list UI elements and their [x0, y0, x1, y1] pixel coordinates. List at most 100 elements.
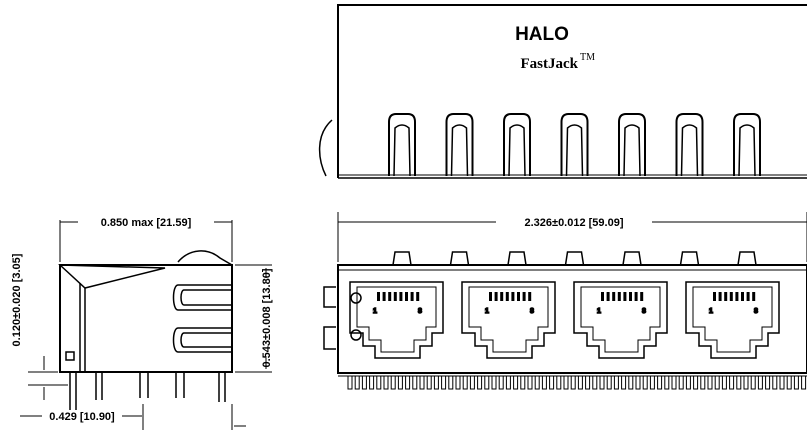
front-tab [449, 251, 470, 266]
top-contact [445, 113, 474, 177]
front-pin [448, 375, 454, 390]
front-pin [412, 375, 418, 390]
front-pin [369, 375, 375, 390]
port-contact [517, 292, 520, 301]
front-pin [570, 375, 576, 390]
front-pin [743, 375, 749, 390]
port-contact [752, 292, 756, 301]
front-pin [534, 375, 540, 390]
front-pin [592, 375, 598, 390]
port-contact [634, 292, 638, 301]
port-contact [746, 292, 750, 301]
port-contact [718, 292, 722, 301]
pin-label-last: 8 [642, 308, 646, 315]
front-tab [737, 251, 757, 266]
front-pin [549, 375, 555, 390]
front-pin [736, 375, 742, 390]
port-contact [741, 292, 744, 301]
front-tab [679, 251, 700, 266]
port-contact [505, 292, 509, 301]
port-contact [399, 292, 403, 301]
front-pin [426, 375, 432, 390]
front-pin [390, 375, 396, 390]
port-contact [489, 292, 492, 301]
front-pin [361, 375, 367, 390]
front-pin [606, 375, 612, 390]
front-pin [397, 375, 403, 390]
front-pin [779, 375, 785, 390]
product-name: FastJack [521, 56, 579, 72]
top-contacts [388, 113, 761, 177]
port-contact [601, 292, 604, 301]
front-pin [613, 375, 619, 390]
pin-label-first: 1 [597, 308, 601, 315]
front-pin [801, 375, 807, 390]
front-pin [347, 375, 353, 390]
brand-name: HALO [515, 24, 569, 45]
front-pin [376, 375, 382, 390]
top-contact [388, 113, 416, 177]
front-pin [772, 375, 778, 390]
front-pin [700, 375, 706, 390]
front-pin [786, 375, 792, 390]
trademark-mark: TM [580, 52, 595, 63]
front-tab [564, 251, 585, 266]
port-contact [729, 292, 733, 301]
top-contact [675, 113, 704, 177]
top-contact [618, 113, 646, 177]
side-height-dimension: 0.543±0.008 [13.80] [261, 268, 273, 367]
port-contact [713, 292, 716, 301]
front-pin [354, 375, 360, 390]
front-pin [491, 375, 497, 390]
front-pin [793, 375, 799, 390]
port-contact [724, 292, 728, 301]
front-pin [721, 375, 727, 390]
front-pin [505, 375, 511, 390]
front-pin [498, 375, 504, 390]
front-pin [556, 375, 562, 390]
front-pin [383, 375, 389, 390]
port-contact [606, 292, 610, 301]
pin-label-last: 8 [754, 308, 758, 315]
front-pin [541, 375, 547, 390]
front-top-tabs [392, 251, 757, 266]
front-pin [642, 375, 648, 390]
top-contact [503, 113, 531, 177]
front-pin [527, 375, 533, 390]
front-pin [664, 375, 670, 390]
port-contact [393, 292, 397, 301]
front-pin [441, 375, 447, 390]
front-pin [693, 375, 699, 390]
front-tab [507, 251, 527, 266]
port-contact [416, 292, 420, 301]
front-pin [707, 375, 713, 390]
port-contact [494, 292, 498, 301]
front-tab [392, 251, 412, 266]
pin-label-first: 1 [709, 308, 713, 315]
front-pin [729, 375, 735, 390]
front-pin [599, 375, 605, 390]
front-pin [433, 375, 439, 390]
port-contact [623, 292, 627, 301]
port-contact [629, 292, 632, 301]
front-pin [635, 375, 641, 390]
standoff-dimension: 0.120±0.020 [3.05] [11, 253, 23, 346]
front-pin [621, 375, 627, 390]
port-contact [528, 292, 532, 301]
side-view [20, 220, 272, 430]
front-pin [585, 375, 591, 390]
port-contact [511, 292, 515, 301]
port-contact [522, 292, 526, 301]
port-contact [388, 292, 392, 301]
top-contact [733, 113, 761, 177]
front-pin-row [338, 375, 807, 390]
pin-label-last: 8 [530, 308, 534, 315]
port-contact [382, 292, 386, 301]
front-pin [484, 375, 490, 390]
front-pin [577, 375, 583, 390]
front-pin [419, 375, 425, 390]
